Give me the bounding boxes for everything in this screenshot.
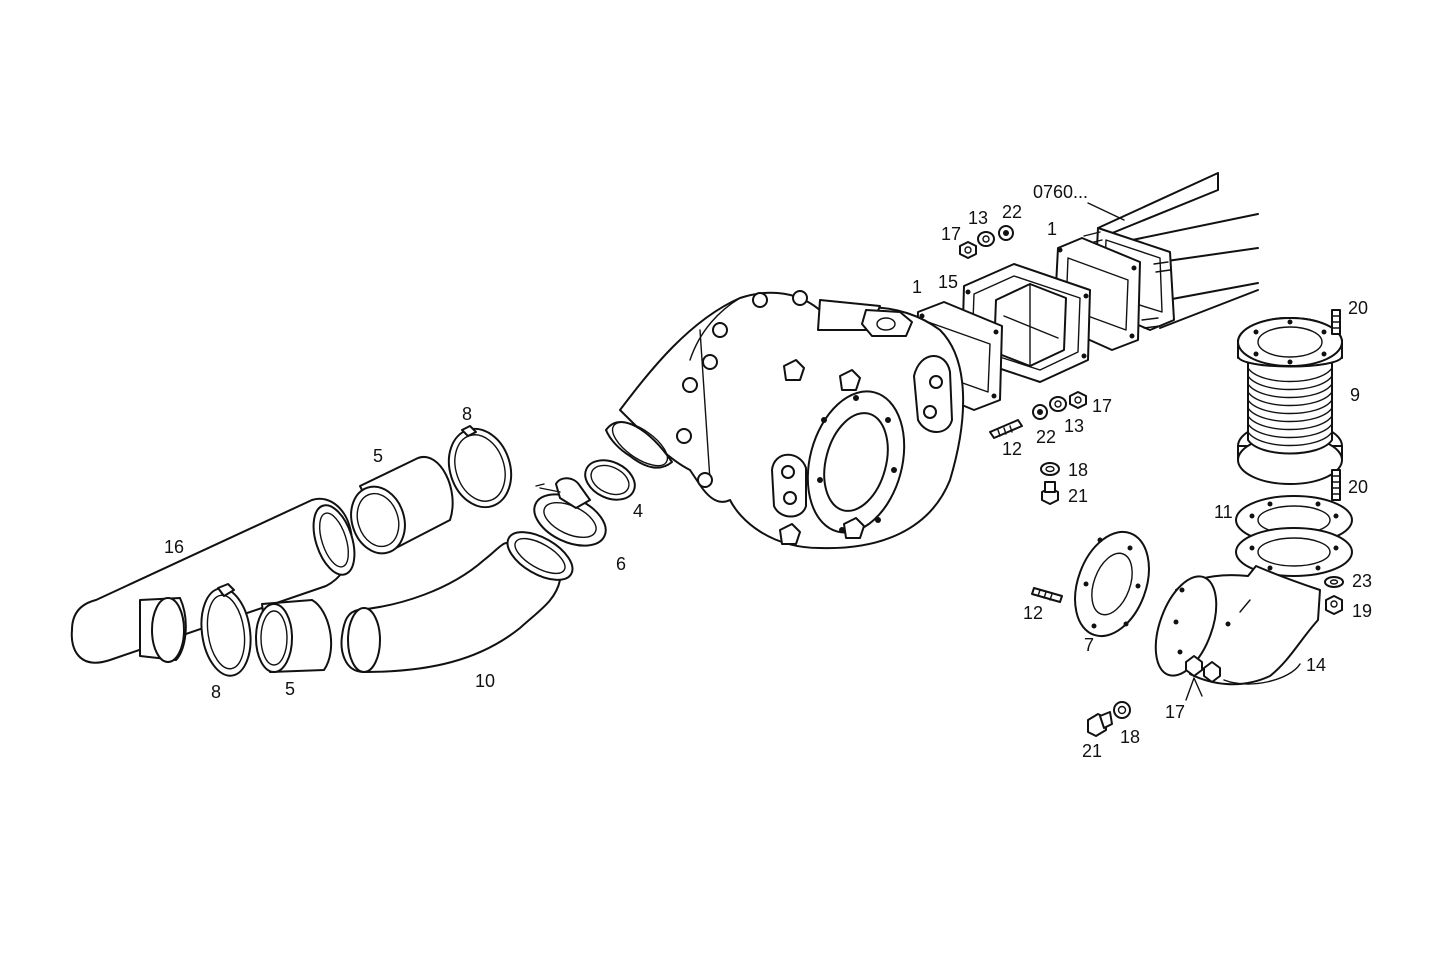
callout-13-label: 13 bbox=[1064, 416, 1084, 436]
part-10-elbow-pipe bbox=[340, 531, 574, 673]
callout-22-label: 22 bbox=[1036, 427, 1056, 447]
callout-4-label: 4 bbox=[633, 501, 643, 521]
callout-22-label: 22 bbox=[1002, 202, 1022, 222]
callout-1-label: 1 bbox=[912, 277, 922, 297]
callout-17-label: 17 bbox=[1092, 396, 1112, 416]
callout-10-label: 10 bbox=[475, 671, 495, 691]
callout-12-label: 12 bbox=[1002, 439, 1022, 459]
callout-9-label: 9 bbox=[1350, 385, 1360, 405]
callout-21-label: 21 bbox=[1068, 486, 1088, 506]
callout-17-label: 17 bbox=[1165, 702, 1185, 722]
callout-20-label: 20 bbox=[1348, 298, 1368, 318]
part-6-v-band-clamp bbox=[533, 477, 607, 547]
callout-15-label: 15 bbox=[938, 272, 958, 292]
fasteners-22-13-17-middle bbox=[989, 391, 1087, 439]
fasteners-21-18-lower bbox=[1087, 701, 1131, 737]
part-9-expansion-bellows bbox=[1237, 309, 1343, 501]
callout-11-label: 11 bbox=[1214, 502, 1233, 522]
callout-8-label: 8 bbox=[211, 682, 221, 702]
leader-lines bbox=[1223, 599, 1301, 685]
fasteners-18-21-middle bbox=[1040, 462, 1060, 505]
callout-16-label: 16 bbox=[164, 537, 184, 557]
callout-18-label: 18 bbox=[1120, 727, 1140, 747]
part-12-stud-lower bbox=[1031, 587, 1063, 603]
callout-19-label: 19 bbox=[1352, 601, 1372, 621]
part-16-pipe bbox=[70, 497, 356, 664]
callout-14-label: 14 bbox=[1306, 655, 1326, 675]
callout-6-label: 6 bbox=[616, 554, 626, 574]
part-11-gasket bbox=[1235, 495, 1353, 577]
callout-13-label: 13 bbox=[968, 208, 988, 228]
callout-7-label: 7 bbox=[1084, 635, 1094, 655]
callout-21-label: 21 bbox=[1082, 741, 1102, 761]
callout-12-label: 12 bbox=[1023, 603, 1043, 623]
callout-5-label: 5 bbox=[285, 679, 295, 699]
callout-18-label: 18 bbox=[1068, 460, 1088, 480]
part-7-gasket bbox=[1074, 530, 1150, 638]
fasteners-17-13-22-top bbox=[959, 225, 1014, 259]
callout-8-label: 8 bbox=[462, 404, 472, 424]
callout-20-label: 20 bbox=[1348, 477, 1368, 497]
callout-0760-label: 0760... bbox=[1033, 182, 1088, 202]
callout-1-label: 1 bbox=[1047, 219, 1057, 239]
part-4-o-ring bbox=[584, 459, 636, 501]
fasteners-23-19 bbox=[1324, 576, 1344, 615]
turbocharger-housing bbox=[605, 290, 965, 550]
part-5-sleeve-upper bbox=[350, 455, 454, 555]
callout-17-label: 17 bbox=[941, 224, 961, 244]
part-14-outlet-elbow bbox=[1154, 565, 1321, 701]
part-8-clamp-upper bbox=[447, 425, 513, 509]
part-5-sleeve-lower bbox=[255, 599, 333, 673]
part-8-clamp-lower bbox=[200, 583, 252, 677]
callout-5-label: 5 bbox=[373, 446, 383, 466]
callout-23-label: 23 bbox=[1352, 571, 1372, 591]
